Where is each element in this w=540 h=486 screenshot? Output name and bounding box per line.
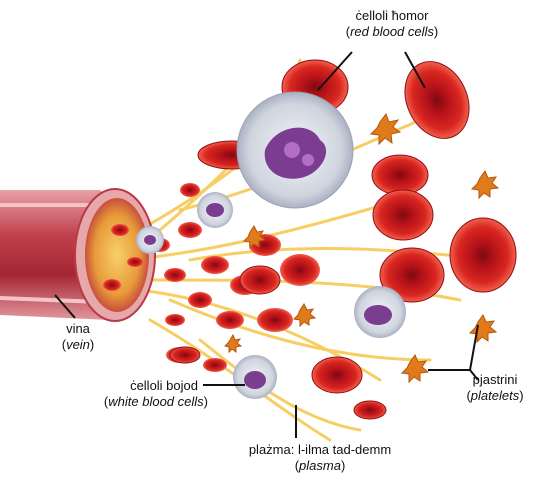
paren-close: ) (434, 24, 438, 39)
paren-close: ) (341, 458, 345, 473)
label-red-blood-cells: ċelloli ħomor (red blood cells) (322, 8, 462, 40)
label-vein-translation-line: (vein) (52, 337, 104, 353)
label-plasma-translation-line: (plasma) (225, 458, 415, 474)
label-platelets-translation-line: (platelets) (455, 388, 535, 404)
paren-close: ) (204, 394, 208, 409)
label-white-blood-cells-name: ċelloli bojod (68, 378, 208, 394)
label-plasma-name: plażma: l-ilma tad-demm (225, 442, 415, 458)
label-vein: vina (vein) (52, 321, 104, 353)
label-vein-name: vina (52, 321, 104, 337)
vein-icon (0, 189, 155, 321)
label-white-blood-cells: ċelloli bojod (white blood cells) (68, 378, 208, 410)
label-plasma-translation: plasma (299, 458, 341, 473)
label-plasma: plażma: l-ilma tad-demm (plasma) (225, 442, 415, 474)
paren-close: ) (519, 388, 523, 403)
label-platelets: pjastrini (platelets) (455, 372, 535, 404)
paren-close: ) (90, 337, 94, 352)
label-white-blood-cells-translation: white blood cells (108, 394, 203, 409)
label-vein-translation: vein (66, 337, 90, 352)
label-platelets-name: pjastrini (455, 372, 535, 388)
label-platelets-translation: platelets (471, 388, 519, 403)
label-red-blood-cells-translation: red blood cells (350, 24, 434, 39)
label-red-blood-cells-name: ċelloli ħomor (322, 8, 462, 24)
label-white-blood-cells-translation-line: (white blood cells) (68, 394, 208, 410)
label-red-blood-cells-translation-line: (red blood cells) (322, 24, 462, 40)
